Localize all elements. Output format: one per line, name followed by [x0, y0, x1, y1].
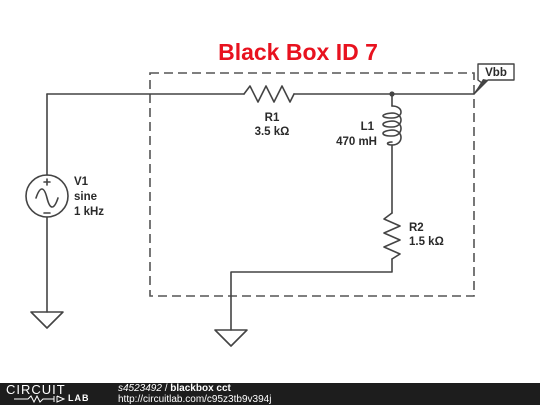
- node-label-vbb-text: Vbb: [485, 67, 507, 79]
- v1-name: V1: [74, 176, 89, 188]
- black-box-boundary: [149, 72, 475, 297]
- junction-dot: [389, 91, 395, 97]
- wire-r2-to-ground: [230, 258, 393, 331]
- footer-project-name[interactable]: blackbox cct: [170, 383, 231, 394]
- r1-name: R1: [265, 112, 280, 124]
- logo-resistor-icon: [14, 395, 66, 403]
- resistor-r1-symbol: [243, 85, 295, 103]
- circuit-title: Black Box ID 7: [218, 39, 378, 65]
- circuitlab-logo[interactable]: CIRCUIT LAB: [6, 382, 110, 404]
- r2-name: R2: [409, 222, 424, 234]
- footer-bar: CIRCUIT LAB s4523492 / blackbox cct http…: [0, 382, 540, 405]
- node-label-vbb: Vbb: [473, 63, 515, 95]
- l1-value: 470 mH: [336, 136, 377, 148]
- ground-symbol-right: [214, 329, 248, 347]
- r1-value: 3.5 kΩ: [255, 126, 290, 138]
- v1-type: sine: [74, 191, 97, 203]
- voltage-source-v1-symbol: [25, 174, 69, 218]
- r2-value: 1.5 kΩ: [409, 236, 444, 248]
- inductor-l1-symbol: [382, 105, 402, 146]
- l1-name: L1: [361, 121, 375, 133]
- sine-wave-icon: [35, 188, 59, 208]
- logo-lab-text: LAB: [68, 393, 90, 403]
- ground-symbol-left: [30, 311, 64, 329]
- logo-circuit-text: CIRCUIT: [6, 382, 66, 397]
- footer-separator: /: [161, 383, 171, 394]
- footer-url[interactable]: http://circuitlab.com/c95z3tb9v394j: [118, 394, 272, 405]
- footer-username[interactable]: s4523492: [118, 383, 162, 394]
- resistor-r2-symbol: [383, 212, 401, 260]
- plus-sign-icon: [43, 178, 51, 186]
- footer-project-line: s4523492 / blackbox cct: [118, 383, 231, 394]
- v1-frequency: 1 kHz: [74, 206, 104, 218]
